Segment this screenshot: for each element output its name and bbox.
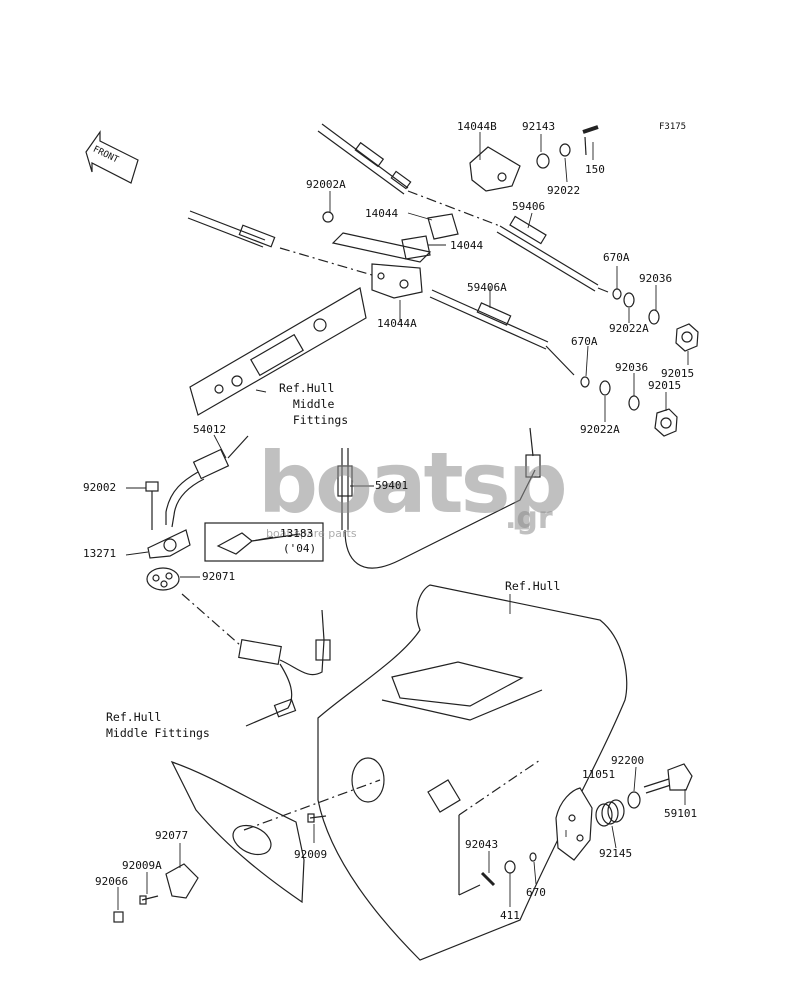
washer-670A-upper (612, 288, 622, 300)
ref-hull-middle-fittings-left: Ref.Hull Middle Fittings (106, 710, 210, 740)
part-14044A: 14044A (377, 317, 417, 330)
part-92009A: 92009A (122, 859, 162, 872)
part-670: 670 (526, 886, 546, 899)
part-92066: 92066 (95, 875, 129, 888)
washer-92022A-upper (623, 292, 635, 308)
watermark-suffix: .gr (505, 501, 553, 536)
part-13183-note: ('04) (283, 542, 317, 555)
plate-13271 (147, 529, 191, 559)
part-411: 411 (500, 909, 520, 922)
throttle-cable-59401 (337, 427, 541, 569)
bracket-14044A (371, 263, 423, 299)
part-92002A: 92002A (306, 178, 346, 191)
part-92043: 92043 (465, 838, 499, 851)
part-92071: 92071 (202, 570, 236, 583)
cap-92077 (165, 863, 199, 899)
part-92036-upper: 92036 (639, 272, 673, 285)
part-670A-upper: 670A (603, 251, 630, 264)
watermark-brand: boatsp (258, 434, 568, 532)
cable-lower-assembly (181, 593, 331, 727)
part-92036-lower: 92036 (615, 361, 649, 374)
part-13183: 13183 (280, 527, 314, 540)
washer-670A-lower (580, 376, 590, 388)
part-92015-lower: 92015 (648, 379, 682, 392)
knob-59101 (643, 763, 693, 794)
spring-92145 (595, 799, 625, 827)
side-panel (170, 760, 381, 904)
part-92077: 92077 (155, 829, 189, 842)
bolt-92009 (307, 813, 327, 823)
part-92200: 92200 (611, 754, 645, 767)
part-92015-upper: 92015 (661, 367, 695, 380)
part-59401: 59401 (375, 479, 409, 492)
nut-92015-upper (675, 323, 699, 352)
part-92022A-upper: 92022A (609, 322, 649, 335)
part-59101: 59101 (664, 807, 698, 820)
part-670A-lower: 670A (571, 335, 598, 348)
part-14044B: 14044B (457, 120, 497, 133)
grommet-92071 (146, 567, 180, 591)
spring-washer-92036-lower (628, 395, 640, 411)
part-92009: 92009 (294, 848, 328, 861)
part-150: 150 (585, 163, 605, 176)
ring-670 (529, 852, 537, 862)
part-59406: 59406 (512, 200, 546, 213)
part-92022: 92022 (547, 184, 581, 197)
ref-hull: Ref.Hull (505, 579, 561, 593)
hull-body (317, 584, 628, 961)
cable-59406 (317, 123, 609, 293)
part-14044-upper: 14044 (365, 207, 399, 220)
front-arrow-icon (85, 130, 139, 184)
leader-lines (117, 132, 689, 910)
cover-11051 (555, 787, 593, 861)
ref-hull-middle-fittings-top: Ref.Hull Middle Fittings (279, 381, 349, 427)
screw-92002 (145, 481, 159, 530)
nut-92015-lower (654, 408, 678, 437)
part-11051: 11051 (582, 768, 616, 781)
spring-washer-92036-upper (648, 309, 660, 325)
part-92143: 92143 (522, 120, 556, 133)
bolt-92066 (113, 911, 124, 923)
bolt-92009A (139, 895, 159, 905)
cable-front-left (187, 210, 373, 276)
washer-92022A-lower (599, 380, 611, 396)
bracket-lines-bottom (458, 759, 541, 896)
watermark-tagline: boat spare parts (266, 527, 357, 540)
pin-92043 (480, 871, 496, 887)
bracket-14044B (469, 125, 599, 192)
cable-59406A (429, 289, 575, 376)
washer-92200 (627, 791, 641, 809)
bracket-plate (189, 287, 367, 416)
figure-code: F3175 (659, 122, 687, 132)
part-54012: 54012 (193, 423, 227, 436)
part-13271: 13271 (83, 547, 117, 560)
part-59406A: 59406A (467, 281, 507, 294)
part-92022A-lower: 92022A (580, 423, 620, 436)
clip-14044 (322, 211, 459, 263)
part-92002: 92002 (83, 481, 117, 494)
choke-cable-54012 (165, 435, 249, 528)
inset-13183 (204, 522, 324, 562)
part-92145: 92145 (599, 847, 633, 860)
part-14044-lower: 14044 (450, 239, 484, 252)
